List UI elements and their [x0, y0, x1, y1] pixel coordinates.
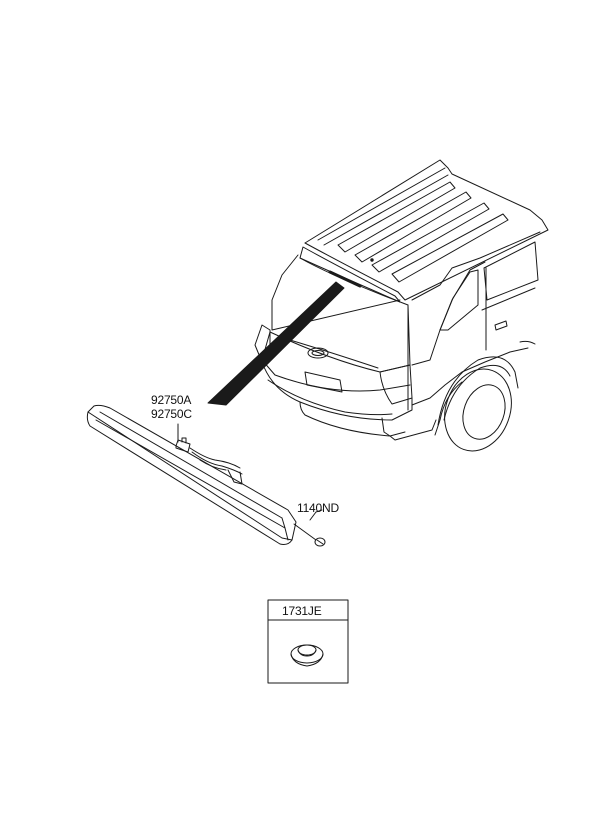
vehicle-rear-view: [254, 159, 549, 452]
high-mount-stop-lamp: [86, 404, 297, 545]
screw-part: [293, 509, 326, 547]
callout-92750c: 92750C: [151, 407, 192, 421]
grommet-detail-box: [267, 599, 349, 684]
location-indicator: [207, 281, 345, 406]
callout-1731je: 1731JE: [282, 604, 322, 618]
callout-92750a: 92750A: [151, 393, 192, 407]
callout-1140nd: 1140ND: [297, 501, 339, 515]
